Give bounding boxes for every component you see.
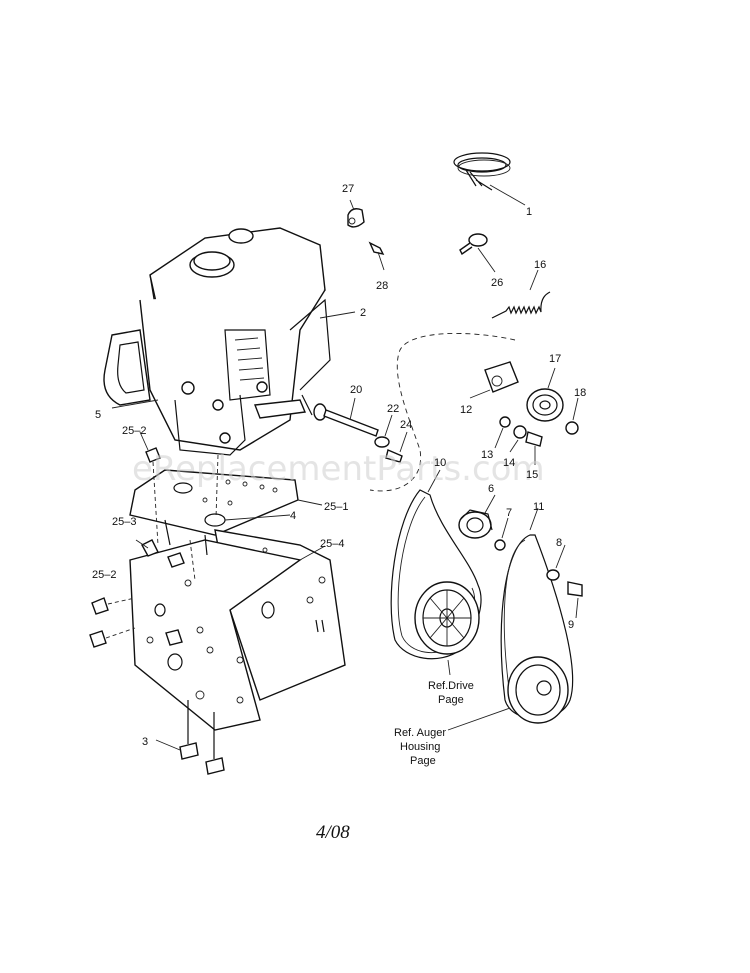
callout-17: 17 xyxy=(549,353,561,365)
callout-16: 16 xyxy=(534,259,546,271)
ref-drive-line2: Page xyxy=(438,694,464,706)
ref-auger-line3: Page xyxy=(410,755,436,767)
callout-20: 20 xyxy=(350,384,362,396)
frame-plates xyxy=(89,431,346,731)
callout-28: 28 xyxy=(376,280,388,292)
auger-belt-and-pulley xyxy=(500,507,583,724)
idler-pulley-assembly xyxy=(369,332,579,492)
carriage-bolts-part xyxy=(155,700,225,775)
callout-1: 1 xyxy=(526,206,532,218)
ref-auger-line2: Housing xyxy=(400,741,440,753)
watermark-text: eReplacementParts.com xyxy=(132,449,545,489)
shaft-rod-parts xyxy=(313,397,408,463)
callout-11: 11 xyxy=(533,501,544,513)
callout-14: 14 xyxy=(503,457,515,469)
callout-27: 27 xyxy=(342,183,354,195)
callout-25-4: 25–4 xyxy=(320,538,344,550)
callout-6: 6 xyxy=(488,483,494,495)
extension-spring-part xyxy=(491,269,551,319)
callout-7: 7 xyxy=(506,507,512,519)
callout-25-1: 25–1 xyxy=(324,501,348,513)
callout-2: 2 xyxy=(360,307,366,319)
engine-part xyxy=(103,227,356,456)
callout-4: 4 xyxy=(290,510,296,522)
callout-25-3: 25–3 xyxy=(112,516,136,528)
callout-15: 15 xyxy=(526,469,538,481)
wire-harness-part xyxy=(453,152,526,206)
ref-drive-line1: Ref.Drive xyxy=(428,680,474,692)
callout-12: 12 xyxy=(460,404,472,416)
callout-22: 22 xyxy=(387,403,399,415)
ignition-key-part xyxy=(347,199,365,228)
callout-26: 26 xyxy=(491,277,503,289)
callout-3: 3 xyxy=(142,736,148,748)
callout-18: 18 xyxy=(574,387,586,399)
screw-28-part xyxy=(368,241,385,271)
callout-10: 10 xyxy=(434,457,446,469)
callout-25-2-bottom: 25–2 xyxy=(92,569,116,581)
callout-8: 8 xyxy=(556,537,562,549)
callout-13: 13 xyxy=(481,449,493,461)
footer-date: 4/08 xyxy=(316,822,350,843)
callout-5: 5 xyxy=(95,409,101,421)
callout-9: 9 xyxy=(568,619,574,631)
choke-knob-part xyxy=(459,233,496,273)
callout-24: 24 xyxy=(400,419,412,431)
callout-25-2-top: 25–2 xyxy=(122,425,146,437)
ref-auger-line1: Ref. Auger xyxy=(394,727,446,739)
drive-belt-and-pulley xyxy=(390,469,509,660)
